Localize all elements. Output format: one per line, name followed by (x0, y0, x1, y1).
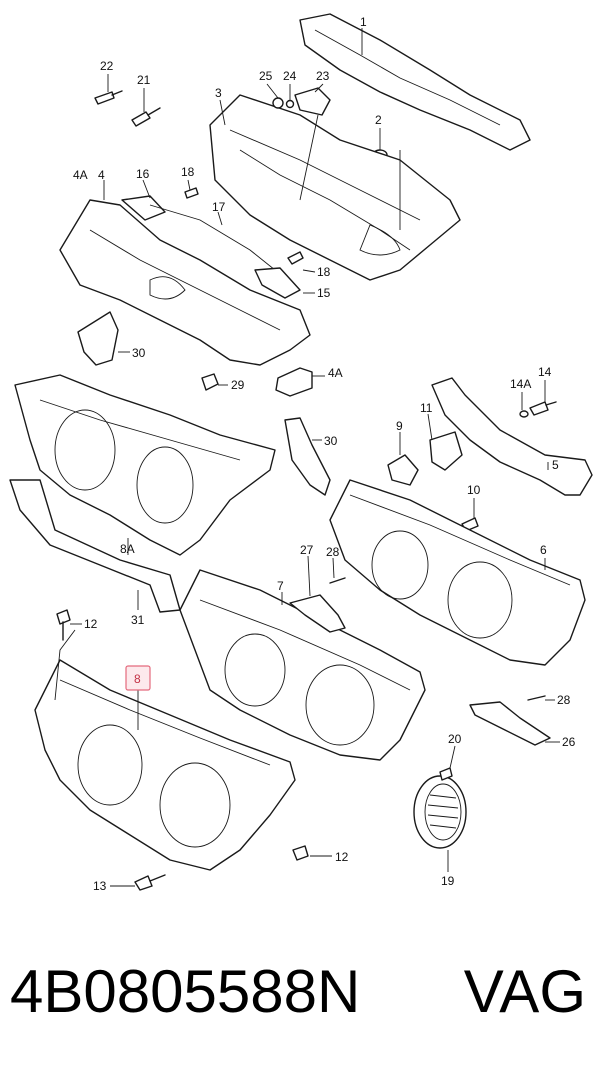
part-6-front-panel (329, 479, 586, 666)
callout-2: 2 (375, 113, 382, 127)
callout-11: 11 (420, 401, 433, 415)
callout-19: 19 (441, 874, 455, 888)
callout-15: 15 (317, 286, 331, 300)
part-number: 4B0805588N (10, 958, 361, 1025)
part-8-front-panel (34, 629, 296, 871)
screws-21-22 (94, 74, 161, 127)
callout-12-top: 12 (84, 617, 98, 631)
callout-28-bottom: 28 (557, 693, 571, 707)
callout-7: 7 (277, 579, 284, 593)
callout-12-bottom: 12 (335, 850, 349, 864)
callout-25: 25 (259, 69, 273, 83)
exploded-parts-diagram: 1 2 3 4 4A 5 6 7 8A 9 10 11 12 12 13 14 … (9, 13, 593, 893)
callout-14: 14 (538, 365, 552, 379)
callout-29: 29 (231, 378, 245, 392)
callout-4: 4 (98, 168, 105, 182)
parts-19-20-horn-grille (413, 745, 467, 872)
callout-17: 17 (212, 200, 226, 214)
callout-6: 6 (540, 543, 547, 557)
callout-10: 10 (467, 483, 481, 497)
part-1-upper-crossmember (299, 13, 531, 151)
callout-13: 13 (93, 879, 107, 893)
brand-label: VAG (463, 958, 586, 1025)
callout-23: 23 (316, 69, 330, 83)
callout-8: 8 (134, 672, 141, 686)
part-5-side-bracket (431, 377, 593, 496)
part-10-bolt (461, 498, 479, 532)
callout-8a: 8A (120, 542, 135, 556)
callout-27: 27 (300, 543, 314, 557)
parts-27-28-mount (289, 555, 346, 633)
part-7-front-panel (179, 569, 426, 761)
callout-14a: 14A (510, 377, 531, 391)
bolts-12-13 (56, 609, 332, 891)
callout-24: 24 (283, 69, 297, 83)
callout-22: 22 (100, 59, 114, 73)
part-3-lock-carrier (209, 94, 461, 281)
part-30-brackets (77, 311, 331, 496)
callout-30-top: 30 (132, 346, 146, 360)
parts-15-18-brackets (121, 179, 316, 299)
callout-4a-top: 4A (73, 168, 88, 182)
parts-23-24-25-bracket (266, 83, 331, 201)
callout-26: 26 (562, 735, 576, 749)
callout-5: 5 (552, 458, 559, 472)
callout-16: 16 (136, 167, 150, 181)
callout-1: 1 (360, 15, 367, 29)
callout-28-top: 28 (326, 545, 340, 559)
callout-18-top: 18 (181, 165, 195, 179)
callout-30-mid: 30 (324, 434, 338, 448)
part-4-lower-carrier (59, 180, 311, 366)
parts-9-11-latch (387, 413, 463, 486)
callout-9: 9 (396, 419, 403, 433)
part-29-clip (201, 373, 228, 391)
parts-14-14a-bolts (519, 380, 557, 418)
parts-26-28-bracket (469, 695, 560, 746)
part-4a-bracket (275, 367, 325, 397)
callout-20: 20 (448, 732, 462, 746)
callout-4a-mid: 4A (328, 366, 343, 380)
front-panel-upper (14, 374, 276, 556)
callout-21: 21 (137, 73, 151, 87)
callout-3: 3 (215, 86, 222, 100)
callout-8-highlight: 8 (125, 665, 151, 691)
callout-18-bottom: 18 (317, 265, 331, 279)
parts-8a-31-lower-rails (9, 479, 181, 613)
callout-31: 31 (131, 613, 145, 627)
